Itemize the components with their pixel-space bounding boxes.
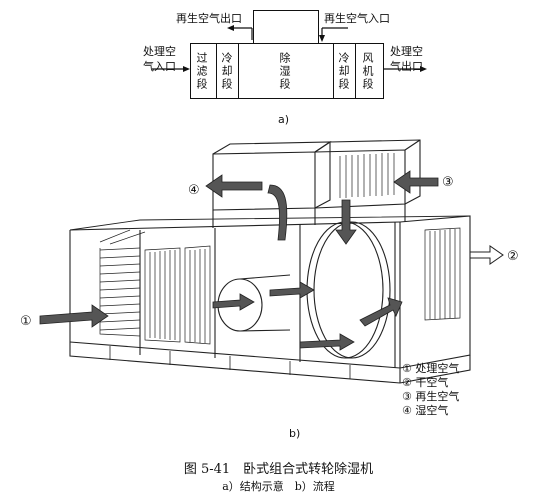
regen-out-label: 再生空气出口: [176, 12, 242, 25]
regen-out-arrow-icon: [227, 25, 253, 40]
section-cooling-1: 冷却段: [220, 51, 233, 91]
figure-caption-subtitle: a）结构示意 b）流程: [222, 480, 335, 493]
section-dehumidify: 除湿段: [278, 51, 291, 91]
process-in-arrow-icon: [152, 66, 190, 72]
label-b: b): [289, 427, 301, 440]
legend: ① 处理空气 ② 干空气 ③ 再生空气 ④ 湿空气: [402, 362, 512, 417]
regen-duct-box: [253, 10, 319, 44]
figure-caption-title: 图 5-41 卧式组合式转轮除湿机: [183, 462, 374, 477]
section-filter: 过滤段: [195, 51, 208, 91]
marker-3: ③: [442, 175, 454, 190]
drawing-b: ① ② ③ ④: [20, 139, 519, 384]
process-out-label: 处理空气出口: [390, 45, 423, 73]
legend-item: ② 干空气: [402, 376, 449, 389]
sections-row: [190, 43, 384, 99]
marker-1: ①: [20, 314, 32, 329]
process-in-label: 处理空气入口: [143, 45, 176, 73]
regen-in-arrow-icon: [319, 27, 348, 42]
label-a: a): [278, 113, 290, 126]
regen-in-label: 再生空气入口: [324, 12, 390, 25]
legend-item: ① 处理空气: [402, 362, 460, 375]
legend-item: ③ 再生空气: [402, 390, 460, 403]
marker-4: ④: [188, 183, 200, 198]
schematic-a: 再生空气出口 再生空气入口 过滤段 冷却段 除湿段 冷却段 风机段 处理空气入口…: [0, 0, 557, 130]
section-cooling-2: 冷却段: [337, 51, 350, 91]
section-fan: 风机段: [361, 51, 374, 91]
marker-2: ②: [507, 249, 519, 264]
legend-item: ④ 湿空气: [402, 404, 449, 417]
process-out-arrow-icon: [384, 66, 427, 72]
